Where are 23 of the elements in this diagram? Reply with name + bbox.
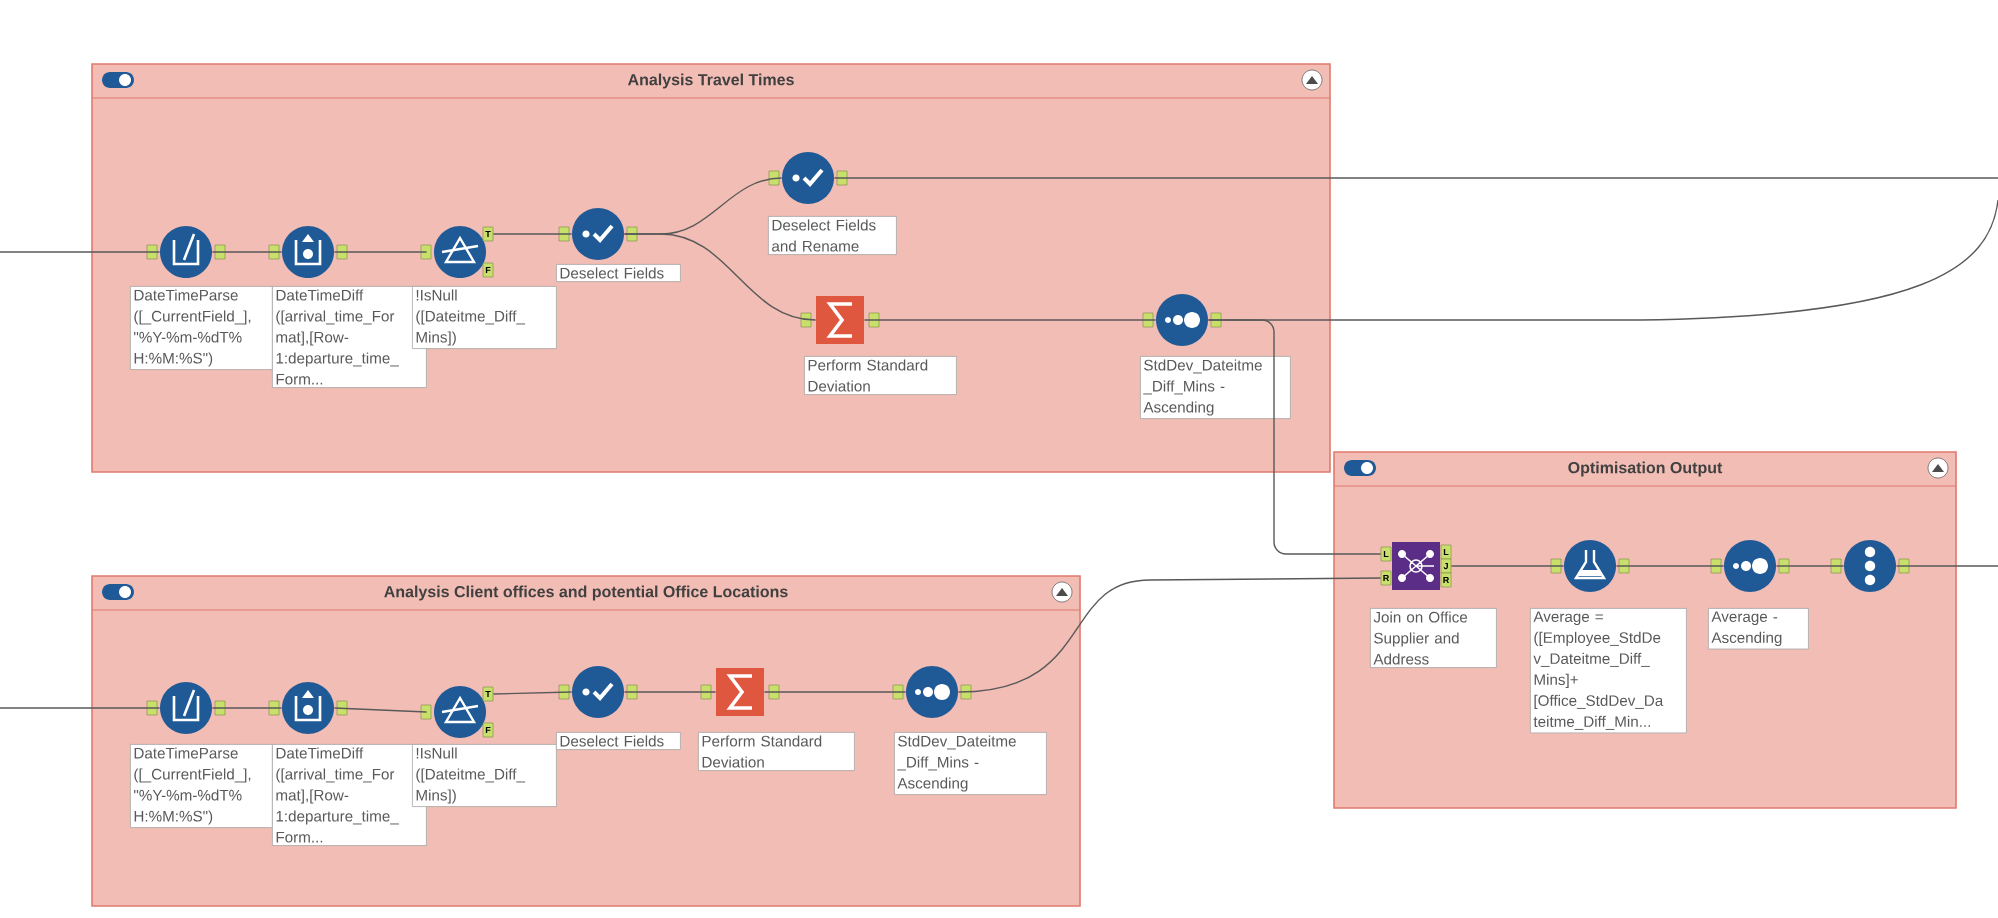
connector-line	[1615, 565, 1725, 567]
connector-line	[957, 577, 1382, 693]
connector-line	[1895, 565, 1998, 567]
connector-line	[833, 177, 1998, 179]
connector-line	[623, 691, 717, 693]
connector-line	[211, 707, 283, 709]
connector-line	[863, 319, 1157, 321]
connector-line	[211, 251, 283, 253]
connector-line	[492, 233, 573, 235]
connector-line	[1207, 319, 1382, 555]
connector-line	[333, 251, 428, 253]
container-title: Analysis Client offices and potential Office Locations	[384, 585, 788, 601]
container-title: Optimisation Output	[1568, 461, 1723, 477]
tool-icon	[1830, 540, 1910, 592]
connector-line	[0, 251, 161, 253]
connector-line	[333, 707, 428, 713]
connector-line	[1450, 565, 1565, 567]
connector-line	[623, 233, 817, 321]
connector-line	[0, 707, 161, 709]
connector-line	[492, 691, 573, 695]
container-title: Analysis Travel Times	[627, 73, 794, 89]
connector-line	[763, 691, 907, 693]
connector-line	[1775, 565, 1845, 567]
